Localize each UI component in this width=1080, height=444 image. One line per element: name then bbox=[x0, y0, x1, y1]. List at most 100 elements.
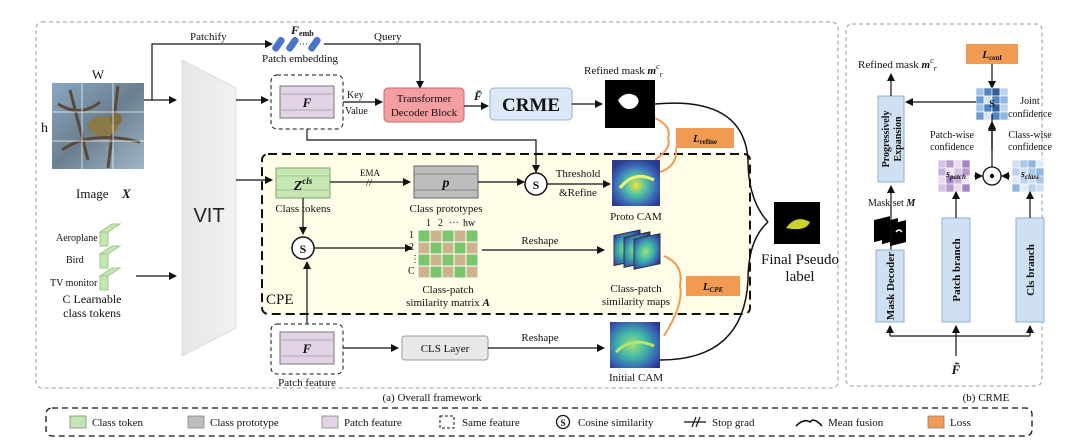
mask-set-stack bbox=[874, 216, 906, 247]
legend-label: Cosine similarity bbox=[578, 417, 654, 429]
crme-label: CRME bbox=[502, 95, 560, 116]
f-symbol-top: F bbox=[302, 95, 312, 110]
matrix-row-4: C bbox=[408, 266, 415, 277]
matrix-cell bbox=[465, 229, 479, 243]
matrix-row-1: 1 bbox=[409, 230, 414, 241]
vit-block bbox=[181, 59, 237, 357]
matrix-cell bbox=[465, 241, 479, 255]
zcls-symbol: Zcls bbox=[293, 176, 313, 194]
image-label: Image bbox=[76, 186, 109, 201]
loss-cpe-label: LCPE bbox=[702, 281, 724, 294]
matrix-col-1: 1 bbox=[426, 218, 431, 229]
cls-branch-label: Cls branch bbox=[1025, 244, 1037, 296]
confidence-cell bbox=[999, 103, 1009, 113]
confidence-cell bbox=[1019, 183, 1029, 193]
confidence-cell bbox=[961, 159, 971, 169]
confidence-cell bbox=[1027, 183, 1037, 193]
p-symbol: p bbox=[442, 176, 450, 191]
confidence-cell bbox=[1011, 183, 1021, 193]
legend-label: Mean fusion bbox=[828, 417, 884, 429]
legend-item: Same feature bbox=[439, 415, 520, 429]
progressively-label: Progressively bbox=[881, 111, 892, 168]
legend-swatch bbox=[927, 415, 945, 429]
matrix-cell bbox=[465, 253, 479, 267]
patchify-label: Patchify bbox=[190, 31, 227, 43]
cpe-region bbox=[261, 153, 751, 315]
cosine-symbol-top: S bbox=[533, 178, 540, 192]
patch-embedding-label: Patch embedding bbox=[262, 53, 339, 65]
decoder-line1: Transformer bbox=[397, 93, 452, 105]
matrix-cell bbox=[429, 229, 443, 243]
loss-cpe bbox=[686, 276, 740, 296]
progressive-expansion-block bbox=[877, 95, 905, 183]
matrix-col-4: hw bbox=[463, 218, 476, 229]
matrix-cell bbox=[441, 229, 455, 243]
image-symbol: X bbox=[121, 186, 131, 201]
confidence-cell bbox=[983, 111, 993, 121]
matrix-cell bbox=[453, 229, 467, 243]
patch-wise-label-2: confidence bbox=[930, 142, 974, 153]
confidence-cell bbox=[983, 87, 993, 97]
confidence-cell bbox=[1035, 159, 1045, 169]
cosine-symbol-bottom: S bbox=[300, 242, 307, 256]
confidence-cell bbox=[991, 111, 1001, 121]
confidence-cell bbox=[975, 87, 985, 97]
mask-set-label: Mask set M bbox=[868, 198, 916, 209]
patch-branch-block bbox=[941, 217, 971, 323]
s-joint-label: S bbox=[989, 99, 995, 110]
matrix-cell bbox=[429, 241, 443, 255]
confidence-cell bbox=[999, 111, 1009, 121]
f-symbol-bottom: F bbox=[302, 341, 312, 356]
matrix-cell bbox=[429, 253, 443, 267]
matrix-col-3: ··· bbox=[449, 218, 459, 229]
patch-branch-label: Patch branch bbox=[951, 238, 963, 301]
crme-f-tilde: F̃ bbox=[951, 362, 961, 377]
s-patch-grid bbox=[937, 159, 971, 193]
zcls-token bbox=[275, 167, 331, 199]
proto-cam-image bbox=[612, 160, 660, 206]
confidence-cell bbox=[975, 95, 985, 105]
initial-cam-label: Initial CAM bbox=[609, 372, 663, 384]
token-tv-monitor: TV monitor bbox=[50, 278, 98, 289]
c-learnable-label-2: class tokens bbox=[63, 306, 121, 320]
f-feature-bottom bbox=[279, 331, 335, 365]
overall-caption: (a) Overall framework bbox=[383, 392, 482, 404]
femb-symbol: Femb bbox=[290, 23, 314, 38]
image-height-label: h bbox=[41, 121, 48, 136]
matrix-cell bbox=[417, 229, 431, 243]
crme-refined-mask-label: Refined mask mcr bbox=[858, 56, 938, 73]
joint-label-1: Joint bbox=[1020, 96, 1040, 107]
confidence-cell bbox=[961, 183, 971, 193]
legend-swatch bbox=[69, 415, 87, 429]
transformer-decoder-block bbox=[383, 87, 465, 123]
legend-item: Class prototype bbox=[187, 415, 279, 429]
class-prototypes-label: Class prototypes bbox=[409, 203, 482, 215]
similarity-matrix bbox=[417, 229, 479, 279]
mask-decoder-label: Mask Decoder bbox=[885, 252, 897, 320]
legend-swatch bbox=[795, 419, 823, 427]
legend-swatch bbox=[439, 415, 455, 429]
confidence-cell bbox=[945, 159, 955, 169]
matrix-col-2: 2 bbox=[438, 218, 443, 229]
legend-label: Same feature bbox=[462, 417, 520, 429]
confidence-cell bbox=[975, 111, 985, 121]
confidence-cell bbox=[975, 103, 985, 113]
cpe-label: CPE bbox=[266, 292, 294, 308]
matrix-cell bbox=[429, 265, 443, 279]
matrix-row-3: ⋮ bbox=[410, 254, 420, 265]
token-aeroplane: Aeroplane bbox=[56, 233, 98, 244]
cls-branch-block bbox=[1015, 217, 1045, 323]
loss-conf bbox=[966, 44, 1018, 64]
confidence-cell bbox=[1035, 183, 1045, 193]
confidence-cell bbox=[953, 159, 963, 169]
matrix-cell bbox=[453, 253, 467, 267]
legend-item: Class token bbox=[69, 415, 144, 429]
svg-text:···: ··· bbox=[299, 39, 308, 49]
confidence-cell bbox=[999, 95, 1009, 105]
final-label-2: label bbox=[785, 269, 814, 285]
loss-refine bbox=[676, 128, 734, 148]
threshold-line1: Threshold bbox=[556, 168, 601, 180]
matrix-cell bbox=[417, 241, 431, 255]
image-width-label: W bbox=[92, 67, 105, 82]
